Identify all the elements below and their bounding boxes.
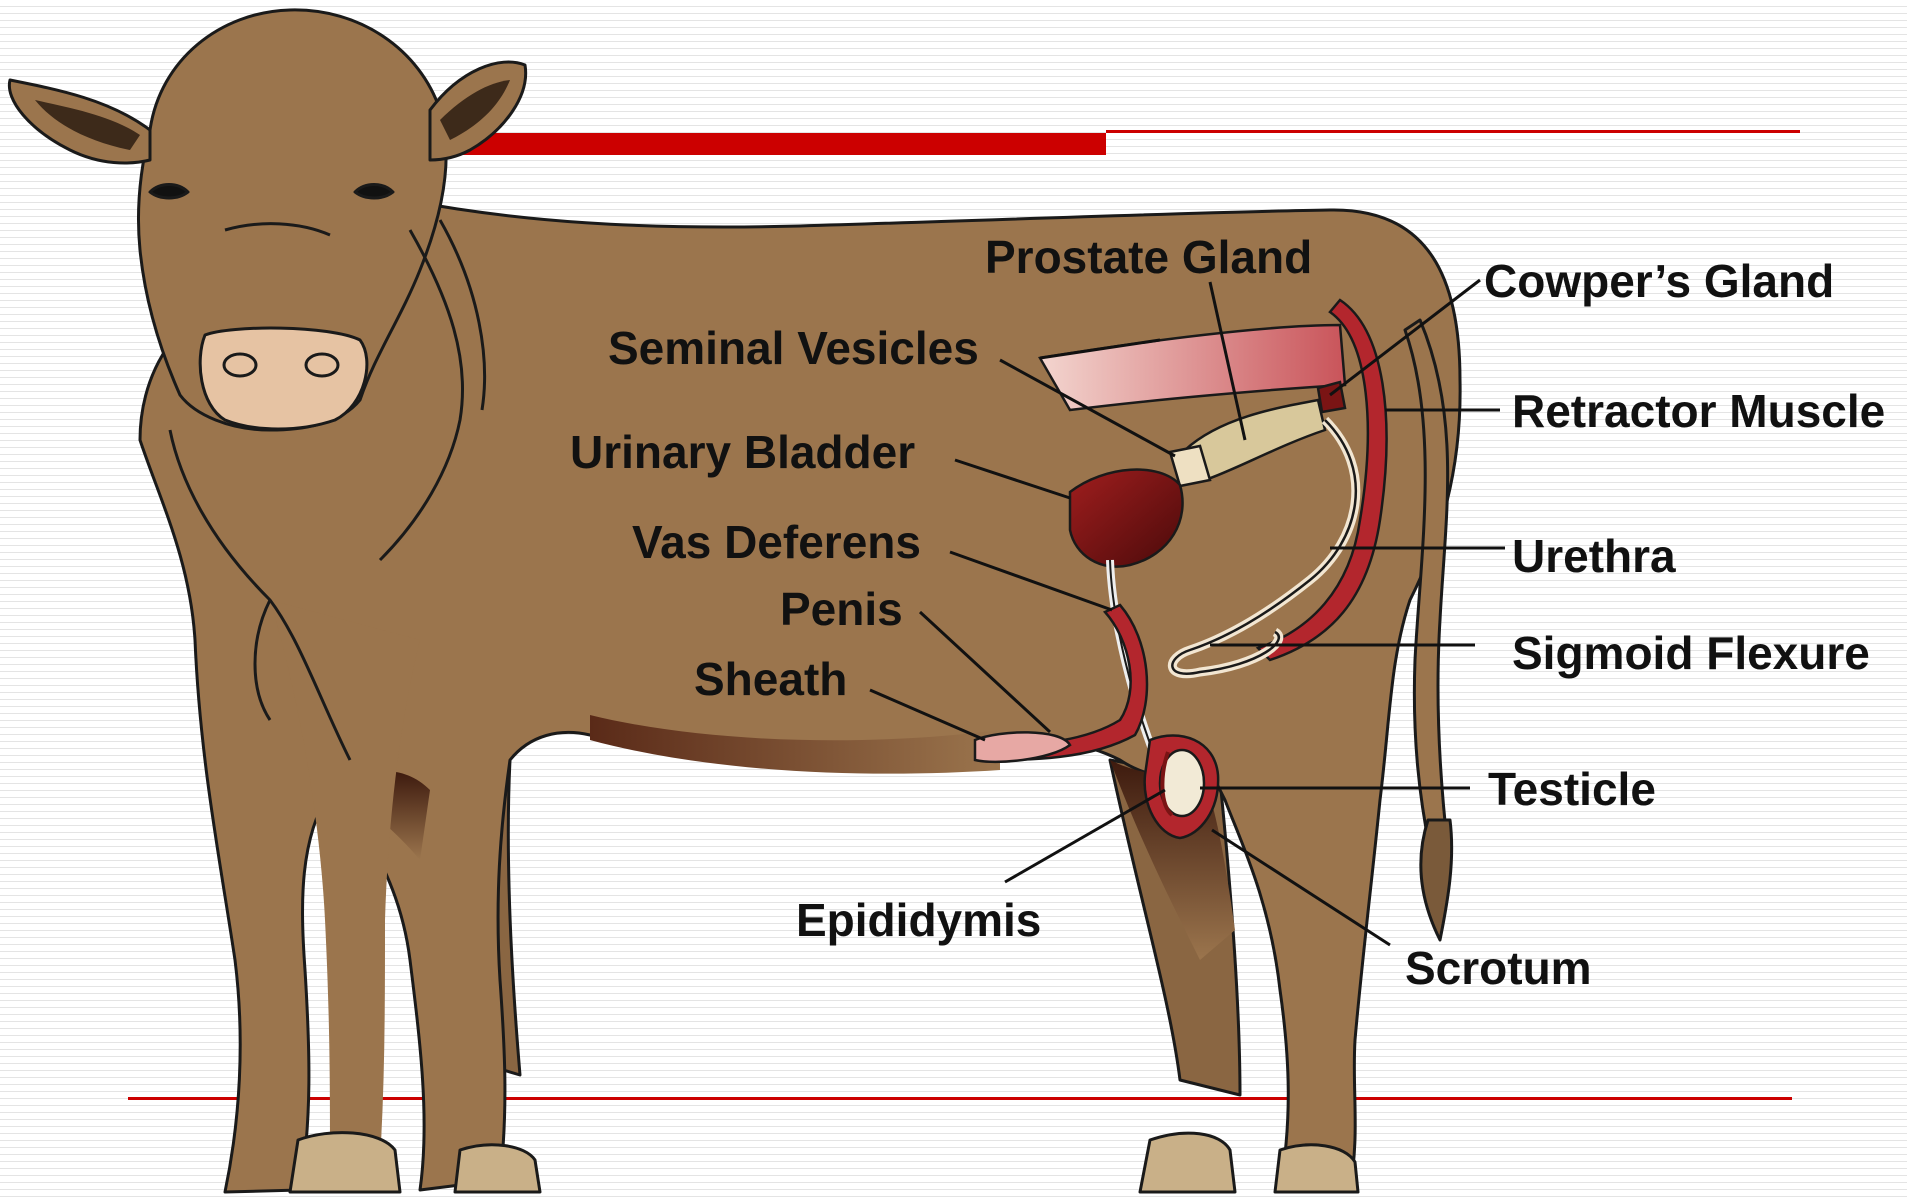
accent-bar <box>440 133 1106 155</box>
tail-switch <box>1421 820 1452 940</box>
label-testicle: Testicle <box>1488 766 1656 812</box>
hoof-near-front <box>290 1133 400 1192</box>
hoof-far-hind <box>1275 1145 1358 1192</box>
label-retractor-muscle: Retractor Muscle <box>1512 388 1885 434</box>
label-urethra: Urethra <box>1512 533 1676 579</box>
left-eye <box>150 185 188 199</box>
label-cowpers-gland: Cowper’s Gland <box>1484 258 1834 304</box>
label-penis: Penis <box>780 586 903 632</box>
left-nostril <box>224 354 256 376</box>
label-sheath: Sheath <box>694 656 847 702</box>
right-eye <box>355 185 393 199</box>
accent-rule-top <box>1106 130 1800 133</box>
label-prostate-gland: Prostate Gland <box>985 234 1312 280</box>
right-nostril <box>306 354 338 376</box>
label-sigmoid-flexure: Sigmoid Flexure <box>1512 630 1870 676</box>
label-epididymis: Epididymis <box>796 897 1041 943</box>
label-vas-deferens: Vas Deferens <box>632 519 921 565</box>
hoof-far-front <box>455 1145 540 1192</box>
label-scrotum: Scrotum <box>1405 945 1592 991</box>
bull-body <box>9 10 1460 1192</box>
label-seminal-vesicles: Seminal Vesicles <box>608 325 979 371</box>
label-urinary-bladder: Urinary Bladder <box>570 429 915 475</box>
muzzle <box>200 328 367 429</box>
hoof-near-hind <box>1140 1133 1235 1192</box>
